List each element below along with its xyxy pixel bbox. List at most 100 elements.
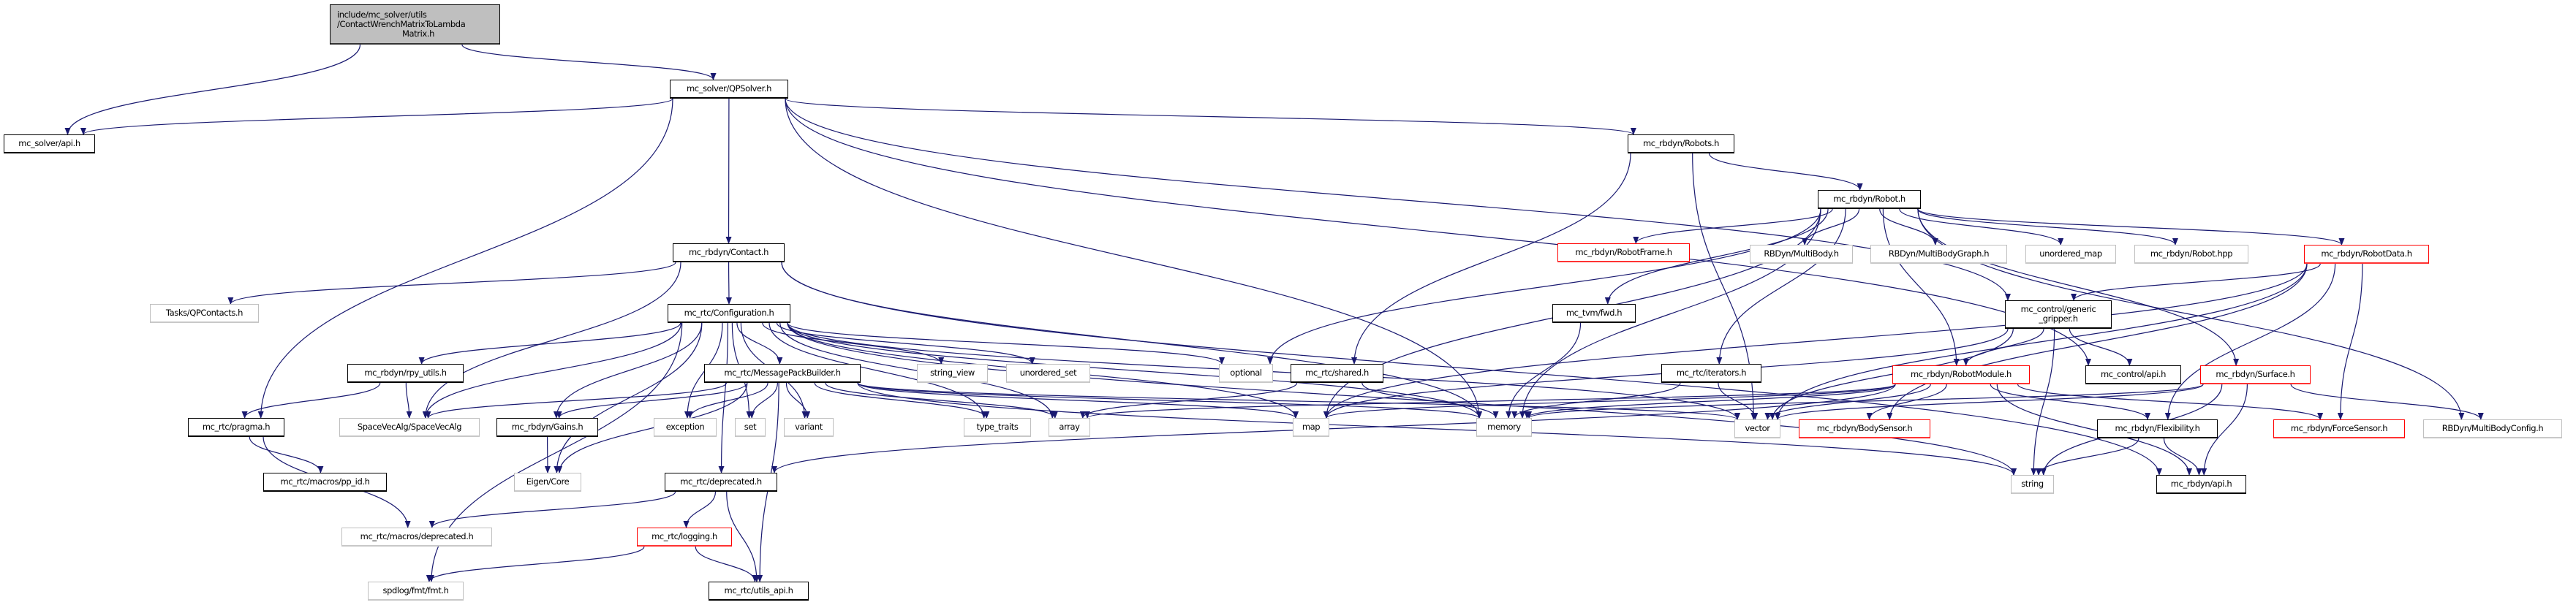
node-label: mc_rbdyn/RobotModule.h <box>1911 369 2012 379</box>
edge-logging-to-utils_api <box>695 546 758 582</box>
graph-node-robot[interactable]: mc_rbdyn/Robot.h <box>1818 190 1921 209</box>
graph-node-logging[interactable]: mc_rtc/logging.h <box>637 528 732 547</box>
node-label: array <box>1059 422 1080 432</box>
edge-contact-to-qpcontacts <box>227 262 676 305</box>
edge-surface-to-vector <box>1775 384 2204 420</box>
graph-node-control-api[interactable]: mc_control/api.h <box>2085 365 2181 384</box>
graph-node-robotframe[interactable]: mc_rbdyn/RobotFrame.h <box>1557 243 1690 262</box>
graph-node-optional[interactable]: optional <box>1219 364 1273 383</box>
edge-surface-to-memory <box>1526 384 2204 419</box>
graph-node-rbdyn-api[interactable]: mc_rbdyn/api.h <box>2156 475 2246 494</box>
graph-node-set[interactable]: set <box>735 418 766 437</box>
edge-qpsolver-to-robots <box>785 98 1636 135</box>
graph-node-pragma[interactable]: mc_rtc/pragma.h <box>188 418 284 437</box>
node-label: mc_rtc/macros/deprecated.h <box>360 531 474 541</box>
node-label: RBDyn/MultiBody.h <box>1764 248 1839 259</box>
graph-node-vector[interactable]: vector <box>1734 419 1780 438</box>
graph-node-uset[interactable]: unordered_set <box>1006 364 1090 383</box>
graph-node-utils-api[interactable]: mc_rtc/utils_api.h <box>709 582 809 601</box>
graph-node-robots[interactable]: mc_rbdyn/Robots.h <box>1628 134 1734 153</box>
edge-config-to-type_traits <box>768 322 987 419</box>
edge-surface-to-mbc <box>2290 384 2484 420</box>
graph-node-solver-api[interactable]: mc_solver/api.h <box>4 134 95 153</box>
graph-node-forcesensor[interactable]: mc_rbdyn/ForceSensor.h <box>2273 419 2405 438</box>
node-label: mc_rtc/macros/pp_id.h <box>280 476 370 487</box>
graph-node-config[interactable]: mc_rtc/Configuration.h <box>668 304 790 323</box>
graph-node-sva[interactable]: SpaceVecAlg/SpaceVecAlg <box>339 418 480 437</box>
node-label: string <box>2021 479 2044 489</box>
node-label: RBDyn/MultiBodyConfig.h <box>2441 423 2544 433</box>
graph-node-array[interactable]: array <box>1049 418 1090 437</box>
graph-node-flex[interactable]: mc_rbdyn/Flexibility.h <box>2097 419 2218 438</box>
edge-mpb-to-type_traits <box>814 382 990 419</box>
edge-deprecated-to-logging <box>683 491 717 528</box>
graph-node-gripper[interactable]: mc_control/generic_gripper.h <box>2005 300 2112 329</box>
node-label: mc_rbdyn/Robots.h <box>1642 138 1720 148</box>
graph-node-type-traits[interactable]: type_traits <box>964 418 1031 437</box>
graph-node-contact[interactable]: mc_rbdyn/Contact.h <box>673 243 785 262</box>
node-label: RBDyn/MultiBodyGraph.h <box>1888 248 1990 259</box>
graph-node-exception[interactable]: exception <box>654 418 717 437</box>
node-label-line: mc_control/generic <box>2020 304 2096 314</box>
graph-node-variant[interactable]: variant <box>784 418 834 437</box>
graph-node-robotmodule[interactable]: mc_rbdyn/RobotModule.h <box>1892 365 2030 384</box>
edge-mpb-to-variant <box>785 382 811 419</box>
graph-node-umap[interactable]: unordered_map <box>2025 245 2116 264</box>
graph-node-mpb[interactable]: mc_rtc/MessagePackBuilder.h <box>704 364 861 383</box>
edge-mpb-to-sva <box>425 382 728 419</box>
graph-node-iterators[interactable]: mc_rtc/iterators.h <box>1661 364 1761 383</box>
graph-node-mbg[interactable]: RBDyn/MultiBodyGraph.h <box>1870 245 2007 264</box>
edge-robot-to-robotdata <box>1917 208 2345 246</box>
edge-robotmodule-to-forcesensor <box>2017 384 2323 420</box>
node-label: mc_rtc/Configuration.h <box>684 308 774 318</box>
node-label: unordered_map <box>2039 248 2102 259</box>
graph-node-macro-dep[interactable]: mc_rtc/macros/deprecated.h <box>341 528 492 547</box>
graph-node-shared[interactable]: mc_rtc/shared.h <box>1291 364 1383 383</box>
graph-node-map[interactable]: map <box>1293 418 1329 437</box>
edge-mpb-to-array <box>825 382 1058 419</box>
edge-qpsolver-to-memory <box>785 98 1482 419</box>
node-label: set <box>744 422 757 432</box>
edge-config-to-array <box>779 322 1056 419</box>
graph-node-qpcontacts[interactable]: Tasks/QPContacts.h <box>150 304 259 323</box>
edge-config-to-memory <box>787 322 1482 419</box>
graph-node-string[interactable]: string <box>2011 475 2054 494</box>
graph-node-rpy[interactable]: mc_rbdyn/rpy_utils.h <box>347 364 464 383</box>
edge-root-to-solver_api <box>64 44 361 135</box>
graph-node-robotdata[interactable]: mc_rbdyn/RobotData.h <box>2304 245 2429 264</box>
edge-mpb-to-gains <box>556 382 748 419</box>
edge-surface-to-rbdyn_api <box>2201 384 2248 476</box>
graph-node-eigen[interactable]: Eigen/Core <box>514 473 581 492</box>
edge-contact-to-rbdyn_api <box>781 262 2162 476</box>
edge-robots-to-shared <box>1351 153 1631 365</box>
edge-robot-to-optional <box>1267 208 1821 365</box>
graph-node-string-view[interactable]: string_view <box>917 364 988 383</box>
node-label: SpaceVecAlg/SpaceVecAlg <box>357 422 462 432</box>
edge-flex-to-string <box>2036 438 2139 476</box>
node-label-line: include/mc_solver/utils <box>337 9 427 20</box>
node-label: mc_rbdyn/rpy_utils.h <box>364 368 447 378</box>
graph-node-mbc[interactable]: RBDyn/MultiBodyConfig.h <box>2423 419 2562 438</box>
graph-node-root[interactable]: include/mc_solver/utils/ContactWrenchMat… <box>330 4 500 45</box>
edge-config-to-deprecated <box>718 322 728 473</box>
graph-node-multibody[interactable]: RBDyn/MultiBody.h <box>1750 245 1853 264</box>
graph-node-ppid[interactable]: mc_rtc/macros/pp_id.h <box>263 473 387 492</box>
node-label: mc_rbdyn/Robot.hpp <box>2150 248 2233 259</box>
graph-node-tvmfwd[interactable]: mc_tvm/fwd.h <box>1552 304 1636 323</box>
graph-node-surface[interactable]: mc_rbdyn/Surface.h <box>2200 365 2311 384</box>
graph-node-robothpp[interactable]: mc_rbdyn/Robot.hpp <box>2134 245 2248 264</box>
node-label: mc_rtc/iterators.h <box>1676 368 1747 378</box>
graph-node-bodysensor[interactable]: mc_rbdyn/BodySensor.h <box>1799 419 1930 438</box>
graph-node-gains[interactable]: mc_rbdyn/Gains.h <box>496 418 598 437</box>
graph-node-qpsolver[interactable]: mc_solver/QPSolver.h <box>670 80 788 99</box>
edge-config-to-uset <box>776 322 1035 365</box>
node-label: Eigen/Core <box>526 476 570 487</box>
edge-robot-to-umap <box>1899 208 2064 246</box>
node-label: map <box>1302 422 1321 432</box>
node-label: mc_rtc/utils_api.h <box>724 585 793 596</box>
graph-node-fmt[interactable]: spdlog/fmt/fmt.h <box>368 582 464 601</box>
graph-node-deprecated[interactable]: mc_rtc/deprecated.h <box>665 473 777 492</box>
edge-shared-to-memory <box>1361 382 1499 419</box>
graph-node-memory[interactable]: memory <box>1476 418 1532 437</box>
